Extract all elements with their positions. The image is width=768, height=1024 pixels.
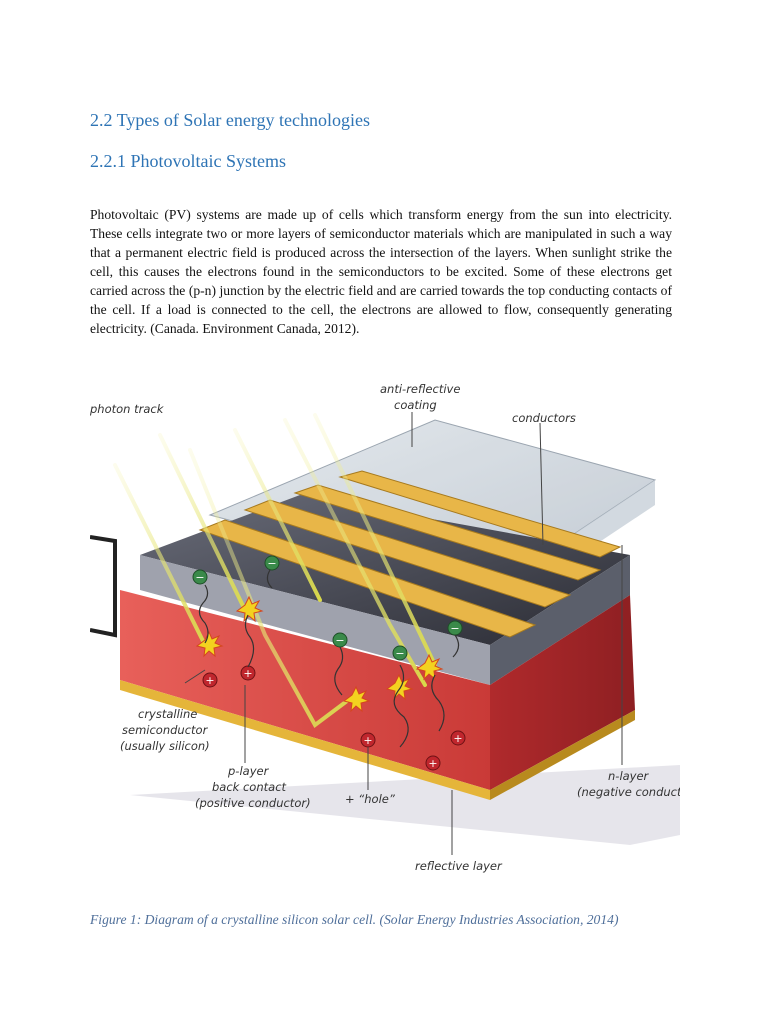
label-crystalline: crystalline: [138, 707, 197, 721]
subsection-heading: 2.2.1 Photovoltaic Systems: [90, 151, 287, 171]
label-positive-conductor: (positive conductor): [195, 796, 311, 810]
solar-cell-diagram: − − − − − + + + + +: [90, 365, 680, 880]
svg-text:−: −: [395, 647, 404, 660]
label-back-contact: back contact: [212, 780, 287, 794]
label-usually-silicon: (usually silicon): [120, 739, 210, 753]
electrons: − − − − −: [192, 555, 463, 661]
label-semiconductor: semiconductor: [122, 723, 209, 737]
body-paragraph: Photovoltaic (PV) systems are made up of…: [90, 207, 672, 336]
svg-text:+: +: [205, 674, 214, 687]
svg-text:−: −: [267, 557, 276, 570]
svg-text:−: −: [335, 634, 344, 647]
svg-text:−: −: [450, 622, 459, 635]
svg-text:+: +: [428, 757, 437, 770]
label-hole: + “hole”: [345, 792, 396, 806]
svg-text:−: −: [195, 571, 204, 584]
svg-text:+: +: [243, 667, 252, 680]
label-coating: coating: [394, 398, 437, 412]
svg-text:+: +: [363, 734, 372, 747]
label-conductors: conductors: [512, 411, 576, 425]
label-photon-track: photon track: [90, 402, 165, 416]
label-n-layer: n-layer: [608, 769, 650, 783]
label-p-layer: p-layer: [227, 764, 270, 778]
reflective-layer: [120, 680, 490, 800]
label-negative-conductor: (negative conductor): [577, 785, 680, 799]
excitation-sparks: [195, 595, 444, 713]
section-heading: 2.2 Types of Solar energy technologies: [90, 110, 371, 130]
holes: + + + + +: [202, 665, 466, 771]
figure-caption: Figure 1: Diagram of a crystalline silic…: [90, 912, 619, 927]
photon-tracks: [113, 413, 437, 728]
svg-text:+: +: [453, 732, 462, 745]
label-reflective-layer: reflective layer: [415, 859, 503, 873]
label-anti-reflective: anti-reflective: [380, 382, 460, 396]
